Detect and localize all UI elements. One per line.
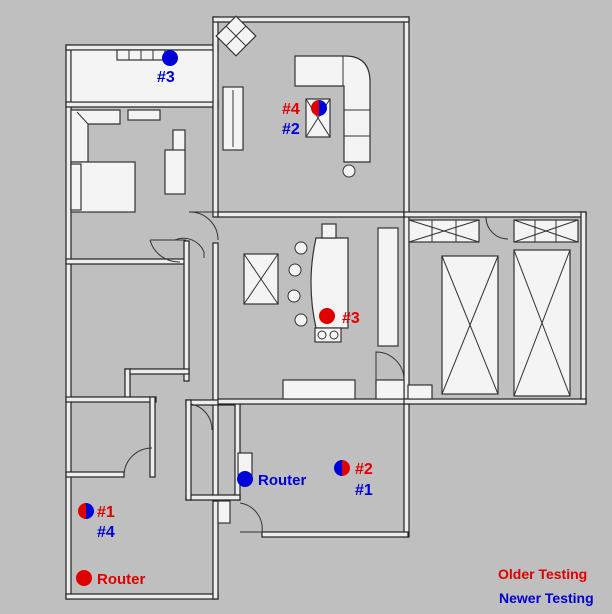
- wall-stair-left: [185, 399, 192, 501]
- furniture: [70, 15, 579, 524]
- point-labels: #3 #4 #2 #3 #2 #1 Router #1 #4 Router: [97, 69, 373, 588]
- legend-newer: Newer Testing: [499, 590, 594, 606]
- corner-desk: [70, 109, 121, 163]
- entry-table: [217, 500, 231, 524]
- label-older-3: #3: [342, 310, 360, 327]
- legend: Older Testing Newer Testing: [498, 566, 594, 606]
- wall-bottom-left: [65, 593, 219, 600]
- wall-bottom-main: [261, 531, 409, 538]
- wall-kitchen-bottom: [217, 398, 409, 405]
- door-hall: [149, 239, 186, 263]
- wall-bath-top: [65, 396, 157, 403]
- door-bath: [123, 447, 153, 475]
- wall-bedroom-top: [65, 101, 219, 108]
- label-older-4: #4: [282, 101, 300, 118]
- test-points: [76, 50, 350, 586]
- wall-stair-bottom: [185, 494, 241, 501]
- wall-garage-bottom: [403, 398, 587, 405]
- bed-master: [70, 161, 136, 213]
- label-older-2: #2: [355, 461, 373, 478]
- split-point-1-4: [78, 503, 94, 519]
- counter-right: [377, 227, 399, 347]
- wall-center-upper: [212, 16, 219, 218]
- label-newer-1: #1: [355, 482, 373, 499]
- wall-living-kitchen: [217, 211, 405, 218]
- wall-garage-right: [580, 211, 587, 405]
- wall-top-main: [212, 16, 410, 23]
- sofa-bottom: [282, 379, 356, 400]
- headboard: [70, 163, 82, 211]
- door-bedroom: [188, 211, 219, 241]
- label-newer-4: #4: [97, 524, 115, 541]
- walls: [65, 16, 587, 600]
- legend-older: Older Testing: [498, 566, 587, 582]
- cabinet-bottom: [375, 379, 405, 400]
- older-point-3: [319, 308, 335, 324]
- wall-right-main: [403, 16, 410, 538]
- label-newer-router: Router: [258, 472, 306, 489]
- wall-bottom-right: [212, 500, 219, 600]
- door-front: [239, 502, 263, 533]
- newer-router-point: [237, 471, 253, 487]
- door-stair: [190, 403, 213, 431]
- split-point-2-1: [334, 460, 350, 476]
- split-point-4-2: [311, 100, 327, 116]
- door-garage: [375, 351, 405, 381]
- wall-left-outer: [65, 44, 72, 600]
- sink: [321, 223, 337, 239]
- wall-bath-bottom: [65, 471, 125, 478]
- newer-point-3: [162, 50, 178, 66]
- wall-hall-mid: [65, 258, 189, 265]
- label-older-1: #1: [97, 504, 115, 521]
- door-hall-2: [174, 237, 205, 258]
- wall-closet-right: [183, 240, 190, 382]
- label-newer-2: #2: [282, 121, 300, 138]
- door-garage-2: [485, 216, 509, 240]
- side-table: [342, 164, 356, 178]
- nightstand: [172, 129, 186, 153]
- wall-closet-side: [124, 368, 131, 402]
- wall-center-lower: [212, 242, 219, 502]
- wall-bath-right: [149, 396, 156, 478]
- wall-garage-top: [403, 211, 587, 218]
- garage-step: [407, 384, 433, 400]
- wall-stair-right: [234, 399, 241, 501]
- label-older-router: Router: [97, 571, 145, 588]
- tv-stand: [164, 149, 186, 195]
- older-router-point: [76, 570, 92, 586]
- wall-top-left: [65, 44, 219, 51]
- dresser: [127, 109, 161, 121]
- label-newer-3: #3: [157, 69, 175, 86]
- wall-closet-bottom: [124, 368, 190, 375]
